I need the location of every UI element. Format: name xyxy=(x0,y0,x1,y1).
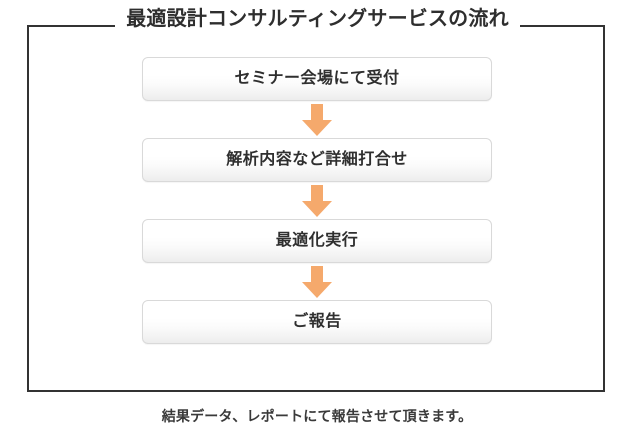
flow-connector-1 xyxy=(142,101,492,138)
flow-step-3: 最適化実行 xyxy=(142,219,492,263)
down-arrow-icon xyxy=(302,184,332,217)
down-arrow-icon xyxy=(302,103,332,136)
flow-step-1-label: セミナー会場にて受付 xyxy=(234,70,400,87)
flow-connector-3 xyxy=(142,263,492,300)
flow-step-list: セミナー会場にて受付 解析内容など詳細打合せ 最適化実行 ご報告 結果データ、レ… xyxy=(142,57,492,424)
down-arrow-icon xyxy=(302,265,332,298)
flow-note: 結果データ、レポートにて報告させて頂きます。 xyxy=(161,408,473,424)
flow-step-2-label: 解析内容など詳細打合せ xyxy=(226,151,408,168)
flow-step-2: 解析内容など詳細打合せ xyxy=(142,138,492,182)
flow-step-4: ご報告 xyxy=(142,300,492,344)
flow-step-3-label: 最適化実行 xyxy=(275,232,359,249)
flow-step-4-label: ご報告 xyxy=(292,313,342,330)
flow-connector-2 xyxy=(142,182,492,219)
flow-step-1: セミナー会場にて受付 xyxy=(142,57,492,101)
